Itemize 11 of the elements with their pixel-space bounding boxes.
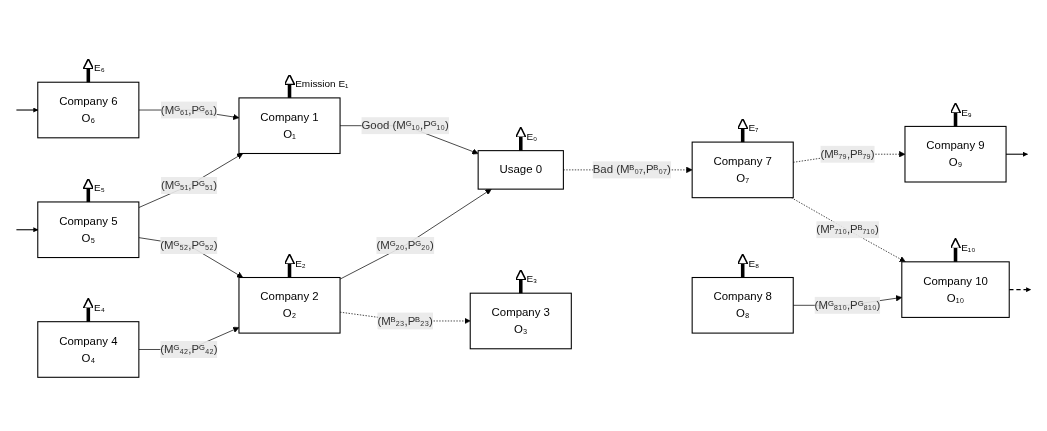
process-box: Company 6 O₆ [37,81,140,139]
process-box: Company 3 O₃ [469,292,572,350]
process-box: Company 4 O₄ [37,321,140,378]
process-box: Company 7 O₇ [691,141,794,199]
process-box: Company 2 O₂ [238,276,341,334]
process-box: Company 10 O₁₀ [901,261,1010,318]
process-box: Company 5 O₅ [37,201,140,259]
process-box: Usage 0 [477,150,564,190]
process-box: Company 9 O₉ [904,125,1007,183]
process-box: Company 8 O₈ [691,276,794,334]
process-box: Company 1 O₁ [238,97,341,155]
